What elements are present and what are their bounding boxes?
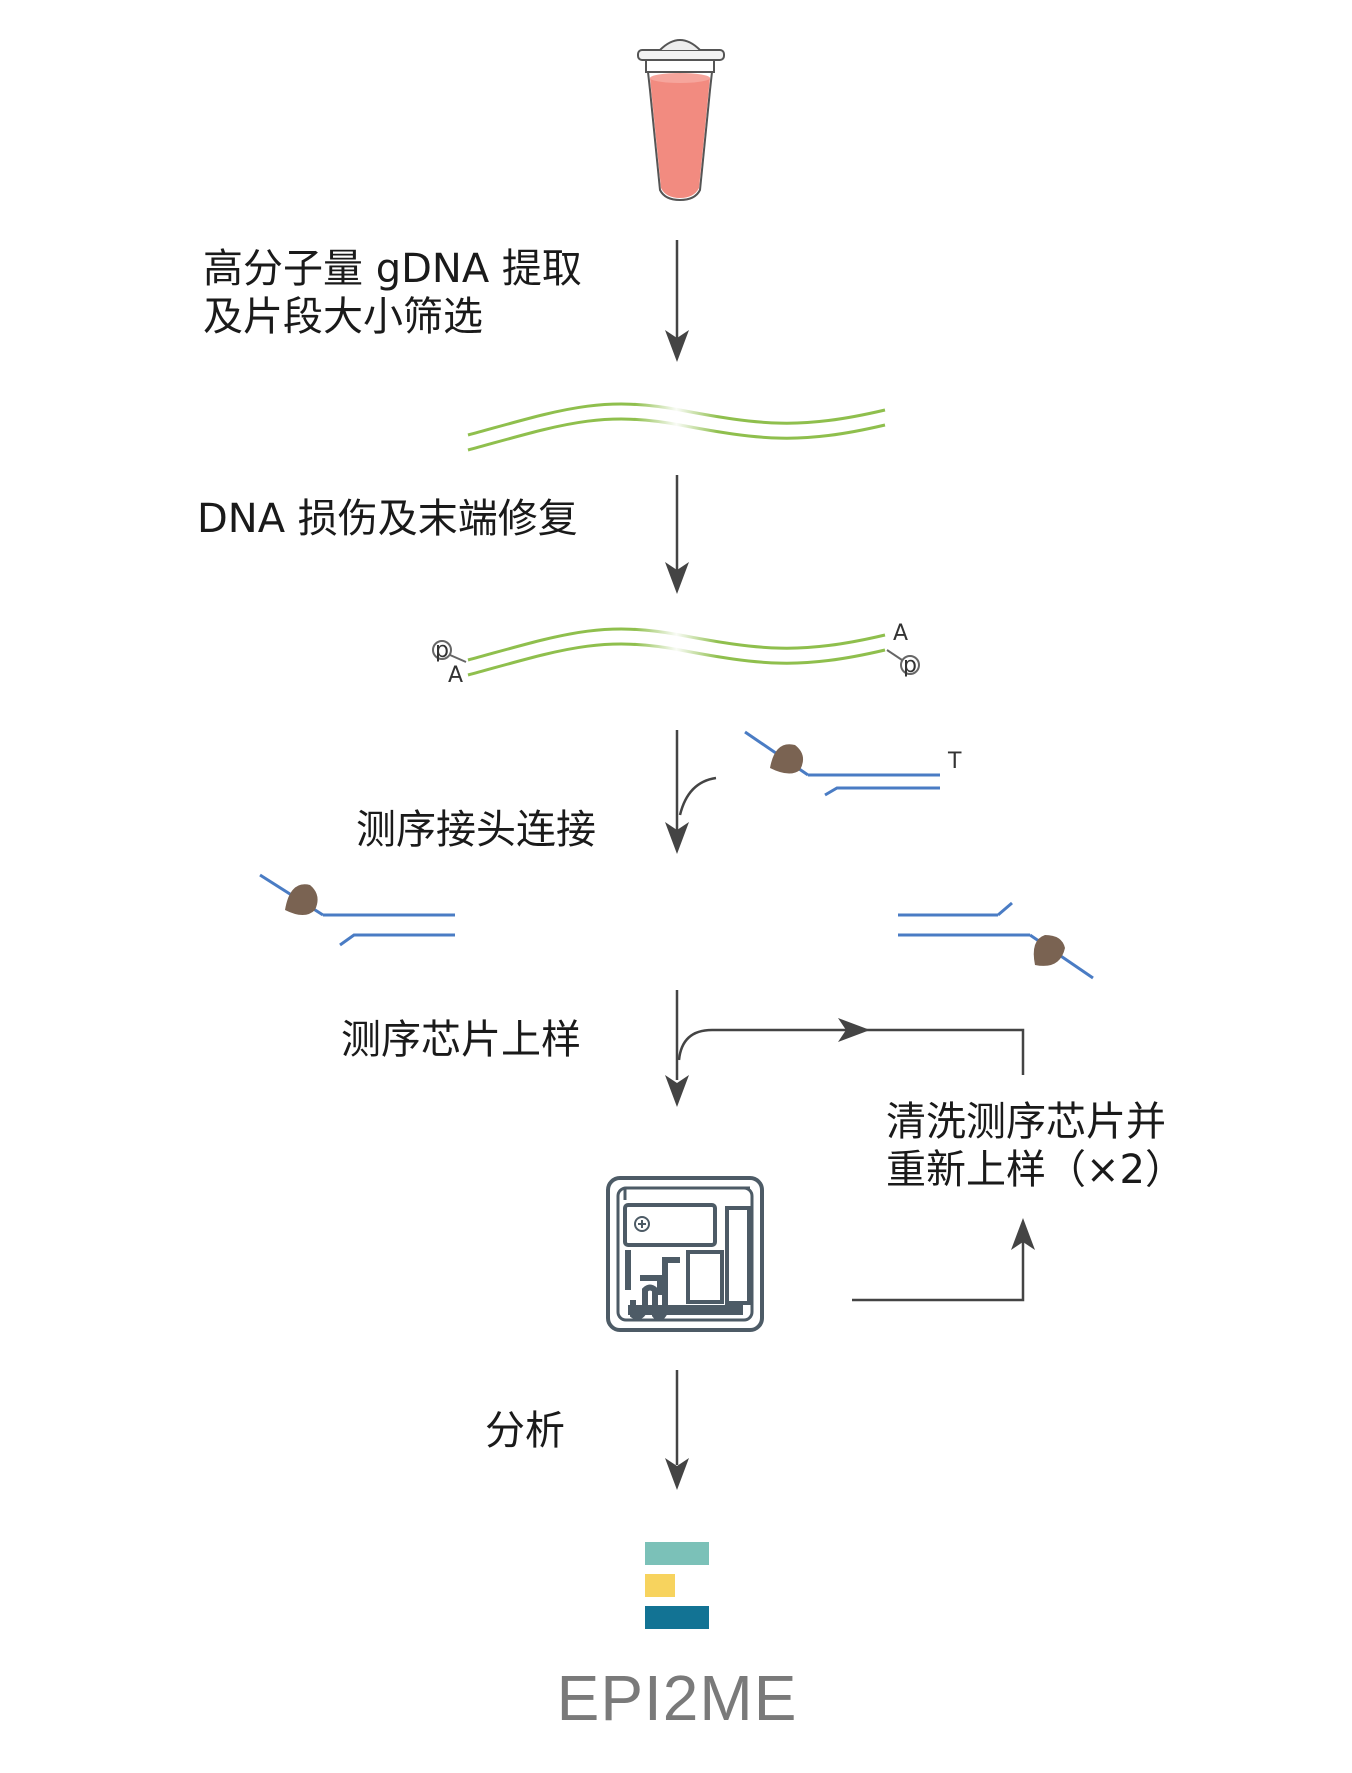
step-extraction-line-2: 及片段大小筛选 — [203, 294, 483, 340]
logo-text: EPI2ME — [557, 1662, 798, 1734]
wash-arrow — [852, 1218, 1035, 1302]
step-loading-label: 测序芯片上样 — [341, 1017, 581, 1063]
epi2me-logo-icon — [645, 1542, 709, 1629]
down-arrow-2 — [665, 475, 689, 594]
step-ligation-label: 测序接头连接 — [356, 807, 596, 853]
adapter-icon: T — [744, 730, 962, 797]
phosphate-left-label: p — [435, 638, 449, 663]
phosphate-right-icon — [900, 655, 920, 675]
step-analysis-label: 分析 — [485, 1408, 565, 1454]
step-wash-line-2: 重新上样（×2） — [886, 1147, 1185, 1193]
a-tail-right-label: A — [893, 621, 908, 646]
step-extraction-line-1: 高分子量 gDNA 提取 — [203, 246, 582, 292]
phosphate-right-label: p — [903, 653, 917, 678]
adapted-library — [259, 873, 1094, 980]
motor-protein-left-icon — [285, 884, 318, 915]
motor-protein-icon — [770, 744, 804, 774]
repaired-dna: p A p A — [432, 621, 920, 688]
flow-cell-icon — [606, 1176, 764, 1332]
sample-tube-icon — [637, 39, 725, 202]
a-tail-left-label: A — [448, 663, 463, 688]
motor-protein-right-icon — [1033, 935, 1065, 966]
down-arrow-3 — [665, 730, 717, 854]
down-arrow-5 — [665, 1370, 689, 1490]
reload-loop-arrow — [677, 1018, 1025, 1075]
down-arrow-1 — [665, 240, 689, 362]
step-repair-label: DNA 损伤及末端修复 — [197, 496, 578, 542]
t-overhang-label: T — [947, 749, 962, 774]
down-arrow-4 — [665, 990, 689, 1107]
step-wash-line-1: 清洗测序芯片并 — [886, 1099, 1166, 1145]
dna-fragment — [467, 402, 886, 452]
phosphate-left-icon — [432, 640, 452, 660]
